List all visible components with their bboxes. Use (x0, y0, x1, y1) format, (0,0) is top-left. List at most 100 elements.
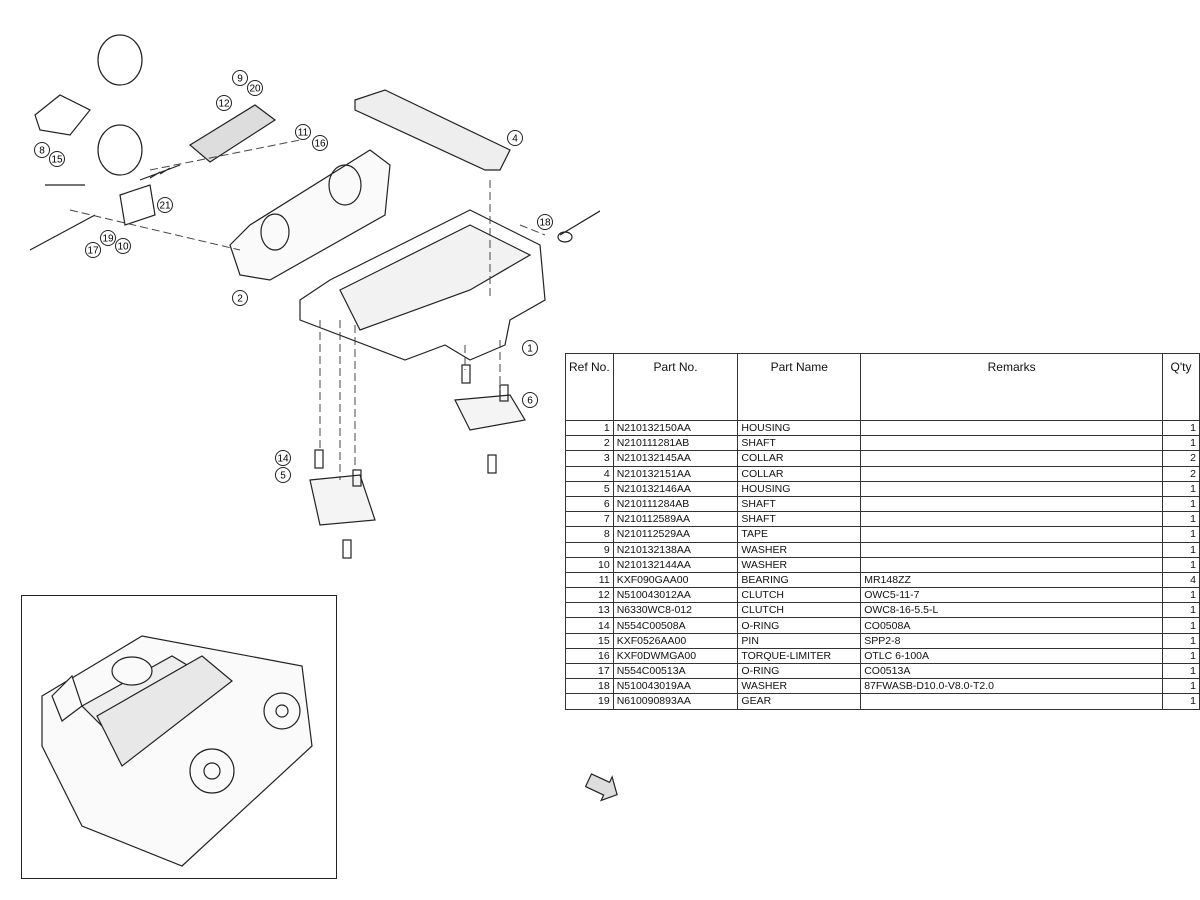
qty-cell: 1 (1162, 480, 1200, 497)
svg-text:16: 16 (314, 139, 326, 150)
callout-9: 9 (232, 70, 248, 86)
remarks-cell: SPP2-8 (860, 632, 1164, 649)
remarks-cell (860, 526, 1164, 543)
part-no-cell: N210132150AA (612, 419, 739, 437)
header-qty: Q'ty (1162, 353, 1200, 421)
table-header-row: Ref No. Part No. Part Name Remarks Q'ty (565, 353, 1200, 421)
header-ref-no: Ref No. (565, 353, 614, 421)
part-no-cell: N210132146AA (612, 480, 739, 497)
callout-14: 14 (275, 450, 291, 466)
parts-table: Ref No. Part No. Part Name Remarks Q'ty … (565, 353, 1200, 710)
qty-cell: 1 (1162, 556, 1200, 573)
qty-cell: 1 (1162, 419, 1200, 437)
ref-no-cell: 13 (565, 602, 614, 619)
svg-text:15: 15 (51, 155, 63, 166)
qty-cell: 1 (1162, 617, 1200, 634)
qty-cell: 1 (1162, 526, 1200, 543)
ref-no-cell: 2 (565, 435, 614, 452)
remarks-cell (860, 435, 1164, 452)
qty-cell: 1 (1162, 678, 1200, 695)
callout-5: 5 (275, 467, 291, 483)
part-name-cell: PIN (737, 632, 862, 649)
part-no-cell: N554C00508A (612, 617, 739, 634)
ref-no-cell: 4 (565, 465, 614, 482)
ref-no-cell: 15 (565, 632, 614, 649)
part-name-cell: CLUTCH (737, 587, 862, 604)
ref-no-cell: 14 (565, 617, 614, 634)
top-bar (354, 89, 511, 171)
ref-no-cell: 18 (565, 678, 614, 695)
remarks-cell (860, 511, 1164, 528)
part-no-cell: N610090893AA (612, 693, 739, 710)
remarks-cell (860, 541, 1164, 558)
svg-text:1: 1 (527, 344, 533, 355)
svg-text:12: 12 (218, 99, 230, 110)
callout-8: 8 (34, 142, 50, 158)
callout-6: 6 (522, 392, 538, 408)
part-name-cell: GEAR (737, 693, 862, 710)
part-name-cell: WASHER (737, 541, 862, 558)
svg-text:17: 17 (87, 246, 99, 257)
part-name-cell: TORQUE-LIMITER (737, 647, 862, 665)
part-name-cell: O-RING (737, 617, 862, 634)
ref-no-cell: 5 (565, 480, 614, 497)
svg-text:5: 5 (280, 471, 286, 482)
ref-no-cell: 10 (565, 556, 614, 573)
remarks-cell: 87FWASB-D10.0-V8.0-T2.0 (860, 678, 1164, 695)
remarks-cell (860, 480, 1164, 497)
svg-text:20: 20 (249, 84, 261, 95)
remarks-cell (860, 419, 1164, 437)
part-no-cell: N210111281AB (612, 435, 739, 452)
side-plate (229, 149, 391, 281)
svg-text:2: 2 (237, 294, 243, 305)
qty-cell: 4 (1162, 571, 1200, 589)
svg-text:9: 9 (237, 74, 243, 85)
ref-no-cell: 12 (565, 587, 614, 604)
callout-10: 10 (115, 238, 131, 254)
part-name-cell: TAPE (737, 526, 862, 543)
qty-cell: 1 (1162, 495, 1200, 513)
ref-no-cell: 16 (565, 647, 614, 665)
housing-part (299, 209, 546, 361)
part-no-cell: KXF090GAA00 (612, 571, 739, 589)
remarks-cell: CO0513A (860, 662, 1164, 680)
part-name-cell: WASHER (737, 556, 862, 573)
callout-20: 20 (247, 80, 263, 96)
svg-text:4: 4 (512, 134, 518, 145)
part-name-cell: CLUTCH (737, 602, 862, 619)
ref-no-cell: 1 (565, 419, 614, 437)
callout-17: 17 (85, 242, 101, 258)
callout-1: 1 (522, 340, 538, 356)
fwd-arrow-icon (584, 772, 621, 807)
part-no-cell: N210111284AB (612, 495, 739, 513)
svg-text:18: 18 (539, 218, 551, 229)
part-name-cell: BEARING (737, 571, 862, 589)
remarks-cell (860, 450, 1164, 467)
ref-no-cell: 9 (565, 541, 614, 558)
part-name-cell: SHAFT (737, 511, 862, 528)
part-no-cell: N210112529AA (612, 526, 739, 543)
part-name-cell: SHAFT (737, 495, 862, 513)
callout-21: 21 (157, 197, 173, 213)
remarks-cell (860, 465, 1164, 482)
callout-11: 11 (295, 124, 311, 140)
part-no-cell: N210112589AA (612, 511, 739, 528)
ref-no-cell: 19 (565, 693, 614, 710)
part-no-cell: N554C00513A (612, 662, 739, 680)
qty-cell: 1 (1162, 435, 1200, 452)
part-no-cell: N510043019AA (612, 678, 739, 695)
qty-cell: 2 (1162, 465, 1200, 482)
assembled-view-inset (21, 595, 337, 879)
callout-19: 19 (100, 230, 116, 246)
svg-text:14: 14 (277, 454, 289, 465)
svg-text:11: 11 (298, 128, 309, 139)
qty-cell: 1 (1162, 662, 1200, 680)
svg-text:8: 8 (39, 146, 45, 157)
